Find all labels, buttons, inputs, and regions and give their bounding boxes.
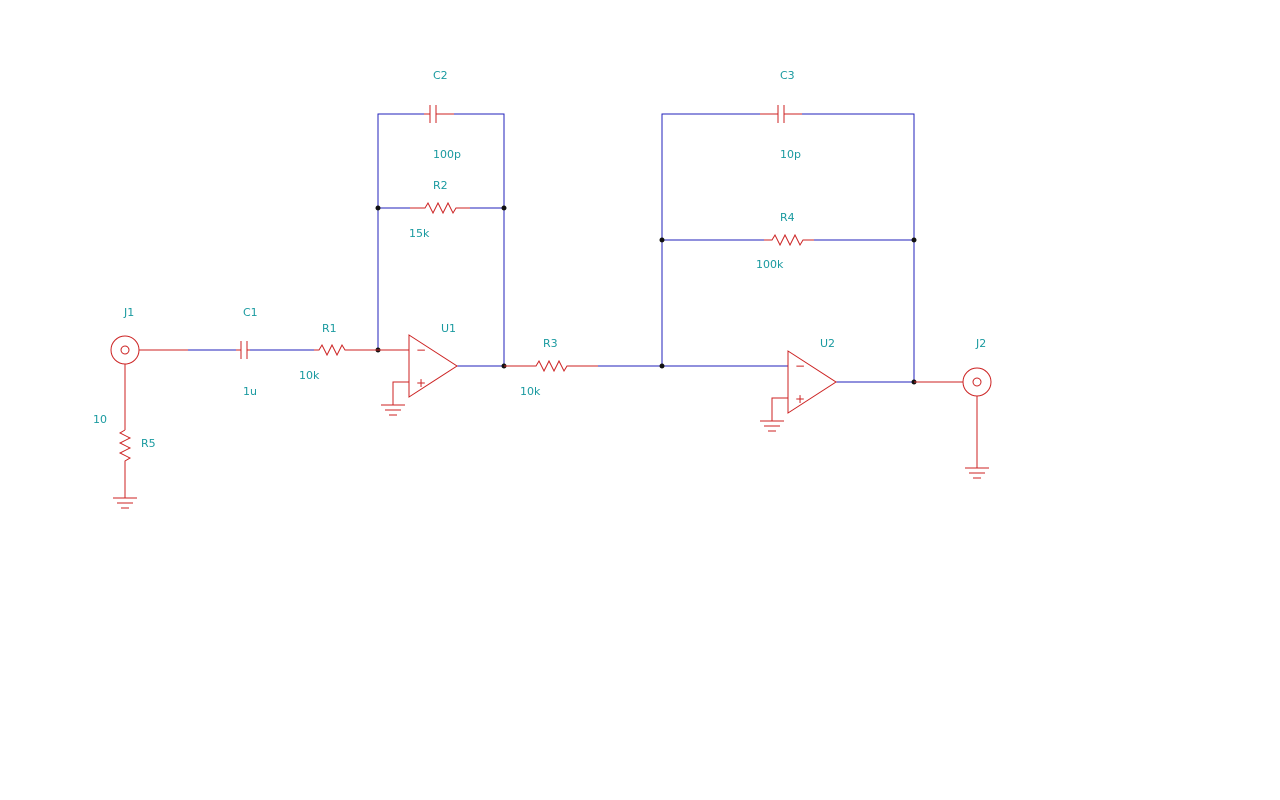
r5-ref-label: R5 (141, 437, 156, 450)
resistor-r3-icon (504, 359, 598, 373)
ground-j2 (965, 467, 989, 479)
ground-r5 (113, 497, 137, 509)
wire-u2-left-vertical (661, 113, 760, 366)
resistor-r5[interactable]: R5 10 (93, 413, 156, 498)
u2-ref-label: U2 (820, 337, 835, 350)
connector-j1-outer-icon (110, 335, 140, 365)
capacitor-c1[interactable]: C1 1u (236, 306, 258, 398)
opamp-u1-inverting-pin: − (416, 343, 426, 357)
j1-ref-label: J1 (123, 306, 134, 319)
r4-ref-label: R4 (780, 211, 795, 224)
opamp-u2-icon (787, 350, 837, 414)
junction-dot (659, 363, 665, 369)
r2-ref-label: R2 (433, 179, 448, 192)
opamp-u2-inverting-pin: − (795, 359, 805, 373)
opamp-u2-noninv-lead (771, 397, 788, 421)
junction-dot (659, 237, 665, 243)
ground-u1 (381, 404, 405, 416)
u1-ref-label: U1 (441, 322, 456, 335)
junction-dot (501, 205, 507, 211)
capacitor-c3[interactable]: C3 10p (760, 69, 802, 161)
connector-j1-inner-icon (120, 345, 130, 355)
resistor-r4-icon (764, 233, 814, 247)
c1-ref-label: C1 (243, 306, 258, 319)
opamp-u1-noninv-lead (392, 381, 409, 405)
ground-u2 (760, 420, 784, 432)
resistor-r5-icon (118, 429, 132, 498)
c1-value-label: 1u (243, 385, 257, 398)
capacitor-c2[interactable]: C2 100p (424, 69, 461, 161)
ground-icon (965, 467, 989, 479)
junction-dot (375, 205, 381, 211)
resistor-r3[interactable]: R3 10k (504, 337, 598, 398)
wires (188, 113, 915, 383)
capacitor-c1-icon (236, 341, 250, 359)
resistor-r4[interactable]: R4 100k (756, 211, 814, 271)
resistor-r2[interactable]: R2 15k (409, 179, 470, 240)
connector-j1[interactable]: J1 (110, 306, 188, 430)
opamp-u1[interactable]: − + U1 (378, 322, 458, 405)
opamp-u2[interactable]: − + U2 (771, 337, 837, 421)
r5-value-label: 10 (93, 413, 107, 426)
ground-icon (760, 420, 784, 432)
junctions (375, 205, 917, 385)
r3-value-label: 10k (520, 385, 541, 398)
connector-j2[interactable]: J2 (914, 337, 992, 468)
ground-icon (113, 497, 137, 509)
opamp-u2-noninverting-pin: + (795, 392, 805, 406)
c3-value-label: 10p (780, 148, 801, 161)
junction-dot (911, 237, 917, 243)
r2-value-label: 15k (409, 227, 430, 240)
resistor-r2-icon (410, 201, 470, 215)
wire-c3-right (802, 113, 915, 382)
r1-ref-label: R1 (322, 322, 337, 335)
capacitor-c3-icon (760, 105, 802, 123)
connector-j2-inner-icon (972, 377, 982, 387)
wire-c2-right (454, 113, 505, 366)
resistor-r1-icon (314, 343, 378, 357)
resistor-r1[interactable]: R1 10k (299, 322, 378, 382)
connector-j2-outer-icon (962, 367, 992, 397)
ground-icon (381, 404, 405, 416)
c2-ref-label: C2 (433, 69, 448, 82)
r3-ref-label: R3 (543, 337, 558, 350)
opamp-u1-icon (408, 334, 458, 398)
c3-ref-label: C3 (780, 69, 795, 82)
j2-ref-label: J2 (975, 337, 986, 350)
opamp-u1-noninverting-pin: + (416, 376, 426, 390)
capacitor-c2-icon (424, 105, 454, 123)
c2-value-label: 100p (433, 148, 461, 161)
r4-value-label: 100k (756, 258, 784, 271)
wire-u1-left-vertical (377, 113, 424, 350)
r1-value-label: 10k (299, 369, 320, 382)
